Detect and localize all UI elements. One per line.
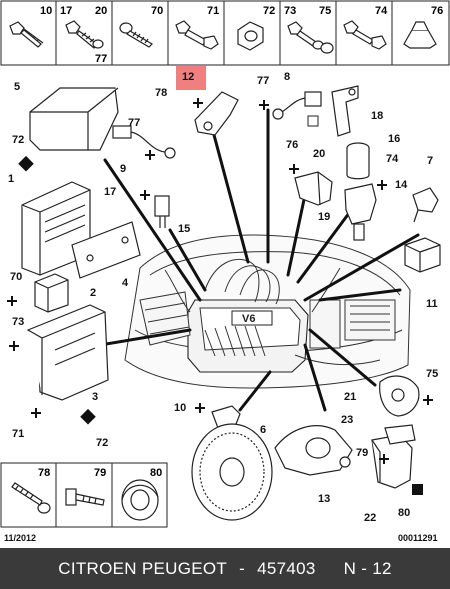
header-label-72: 72: [263, 5, 275, 17]
bracket-4: [71, 221, 141, 279]
callout-2: 2: [90, 287, 96, 299]
footer-band: CITROEN PEUGEOT - 457403 N - 12: [0, 548, 450, 589]
callout-6: 6: [260, 424, 266, 436]
bracket-23: [384, 424, 416, 445]
header-label-10: 10: [40, 5, 52, 17]
callout-23: 23: [341, 414, 353, 426]
footer-brand: CITROEN PEUGEOT: [58, 558, 228, 578]
callout-77b: 77: [257, 75, 269, 87]
callout-5: 5: [14, 81, 20, 93]
sensor-14: [344, 183, 377, 241]
sensor-19: [294, 171, 333, 206]
bottom-label-78: 78: [38, 467, 50, 479]
bolt-71-icon: [175, 20, 219, 50]
callout-80: 80: [398, 507, 410, 519]
sensor-21: [379, 375, 420, 417]
header-label-70: 70: [151, 5, 163, 17]
header-label-71: 71: [207, 5, 219, 17]
callout-16: 16: [388, 133, 400, 145]
callout-10: 10: [174, 402, 186, 414]
grommet-80-icon: [121, 479, 159, 521]
bracket-18: [331, 85, 359, 137]
bolt-73-icon: [287, 21, 334, 54]
bracket-22: [371, 434, 413, 489]
header-label-75: 75: [319, 5, 331, 17]
header-parts-strip: 10 17 20 77 70 71 72 73 75 74 76: [0, 0, 450, 66]
nut-72-icon: [237, 21, 264, 51]
callout-78: 78: [155, 87, 167, 99]
sensor-6: [211, 405, 241, 429]
callout-8: 8: [284, 71, 290, 83]
footer-separator: -: [239, 558, 246, 578]
bolt-74-icon: [343, 20, 387, 50]
leader-lines: [98, 108, 420, 412]
callout-21: 21: [344, 391, 356, 403]
header-label-76: 76: [431, 5, 443, 17]
callout-13: 13: [318, 493, 330, 505]
sensor-9: [112, 125, 176, 159]
screw-70-icon: [119, 22, 153, 48]
sensor-8: [272, 91, 322, 120]
header-label-17: 17: [60, 5, 72, 17]
callout-3: 3: [92, 391, 98, 403]
callout-9: 9: [120, 163, 126, 175]
callout-73: 73: [12, 316, 24, 328]
header-label-73: 73: [284, 5, 296, 17]
outline-square-marker: [307, 115, 319, 127]
footer-part-number: 457403: [257, 558, 316, 578]
engine-badge: V6: [231, 310, 273, 326]
fuse-box-5: [29, 87, 119, 151]
callout-19: 19: [318, 211, 330, 223]
plus-markers: [7, 98, 433, 464]
bottom-label-79: 79: [94, 467, 106, 479]
square-markers: [18, 155, 423, 495]
bolt-10-icon: [9, 21, 44, 48]
relay-11: [404, 237, 441, 273]
sensor-16: [346, 142, 370, 180]
callout-75: 75: [426, 368, 438, 380]
header-label-20: 20: [95, 5, 107, 17]
date-label: 11/2012: [4, 533, 36, 543]
callout-12: 12: [182, 71, 194, 83]
relay-2: [34, 273, 69, 313]
screw-78-icon: [11, 482, 51, 514]
callout-11: 11: [426, 298, 438, 310]
sensor-15: [154, 195, 170, 228]
housing-13: [274, 425, 353, 476]
callout-70: 70: [10, 271, 22, 283]
callout-74: 74: [386, 153, 399, 165]
clip-76-icon: [403, 21, 437, 49]
bolt-79-icon: [65, 488, 105, 506]
callout-numbers: 5 72 1 70 2 73 3 71 72 9 77 17 15 4 12 7…: [8, 71, 438, 524]
highlight-box-12: [176, 66, 206, 90]
bottom-parts-strip: 78 79 80: [0, 462, 168, 528]
callout-18: 18: [371, 110, 383, 122]
tray-3: [27, 304, 109, 401]
callout-71: 71: [12, 428, 24, 440]
callout-72b: 72: [96, 437, 108, 449]
callout-77a: 77: [128, 117, 140, 129]
callout-7: 7: [427, 155, 433, 167]
callout-17: 17: [104, 186, 116, 198]
header-label-77: 77: [95, 53, 107, 65]
callout-14: 14: [395, 179, 408, 191]
header-label-74: 74: [375, 5, 388, 17]
flywheel-disc: [191, 423, 273, 521]
footer-page: N - 12: [343, 558, 392, 578]
ecu-1: [21, 181, 91, 276]
bolt-17-icon: [65, 20, 104, 49]
callout-76: 76: [286, 139, 298, 151]
callout-22: 22: [364, 512, 376, 524]
sensor-7: [412, 187, 439, 223]
callout-4: 4: [122, 277, 129, 289]
callout-72a: 72: [12, 134, 24, 146]
reference-label: 00011291: [398, 533, 438, 543]
callout-1: 1: [8, 173, 14, 185]
sensor-12: [194, 91, 239, 136]
callout-20: 20: [313, 148, 325, 160]
bottom-label-80: 80: [150, 467, 162, 479]
callout-15: 15: [178, 223, 190, 235]
engine-badge-text: V6: [242, 313, 255, 325]
callout-79: 79: [356, 447, 368, 459]
